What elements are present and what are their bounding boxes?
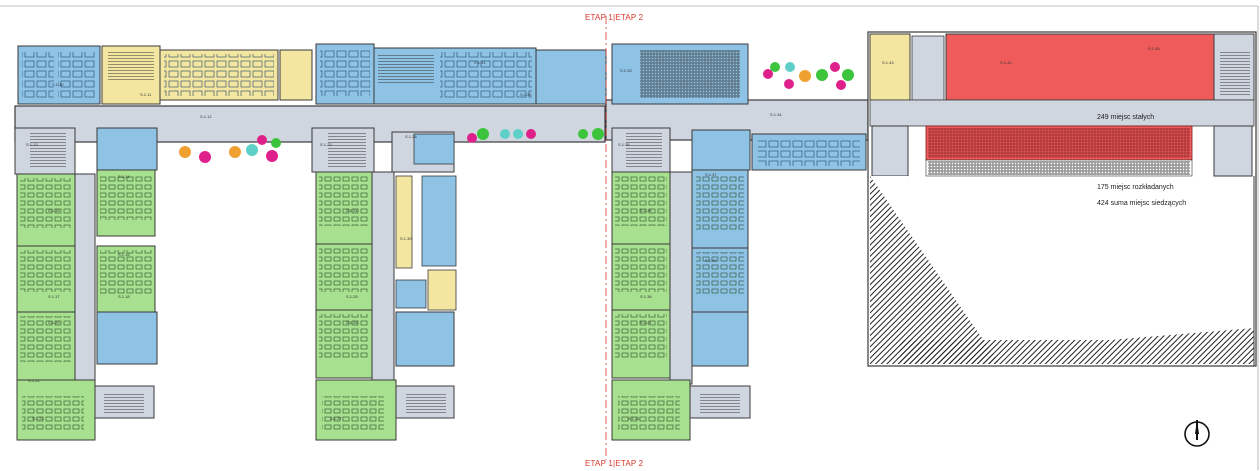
wing-1 xyxy=(14,45,606,441)
room-number-label: S.1.35 xyxy=(618,142,630,147)
room-number-label: S.1.21 xyxy=(28,378,40,383)
room-number-label: S.1.14 xyxy=(118,174,130,179)
room-number-label: S.1.43 xyxy=(882,60,894,65)
room-number-label: S.1.38 xyxy=(640,294,652,299)
total-seats-note: 424 suma miejsc siedzących xyxy=(1097,200,1187,207)
fixed-seats-note: 249 miejsc stałych xyxy=(1097,114,1155,121)
room-number-label: S.1.37 xyxy=(705,172,717,177)
wing-3 xyxy=(605,43,869,441)
room-number-label: S.1.41 xyxy=(640,320,652,325)
room-number-label: S.1.17 xyxy=(48,294,60,299)
room-number-label: S.1.18 xyxy=(118,294,130,299)
room-number-label: S.1.12 xyxy=(200,114,212,119)
room-number-label: S.1.28 xyxy=(405,134,417,139)
stage-label-top: ETAP 1|ETAP 2 xyxy=(585,13,644,22)
room-number-label: S.1.44 xyxy=(1000,60,1012,65)
room-number-label: S.1.31 xyxy=(474,60,486,65)
room-number-label: S.1.26 xyxy=(346,320,358,325)
room-number-label: S.1.30 xyxy=(400,236,412,241)
room-number-label: S.1.40 xyxy=(705,258,717,263)
room-number-label: S.1.16 xyxy=(118,252,130,257)
room-number-label: S.1.25 xyxy=(346,294,358,299)
room-number-label: S.1.15 xyxy=(48,208,60,213)
room-number-label: S.1.36 xyxy=(640,208,652,213)
room-number-label: S.1.10 xyxy=(52,82,64,87)
room-number-label: S.1.34 xyxy=(770,112,782,117)
room-number-label: S.1.32 xyxy=(520,92,532,97)
room-number-label: S.1.22 xyxy=(32,416,44,421)
stage-label-bottom: ETAP 1|ETAP 2 xyxy=(585,459,644,468)
room-number-label: S.1.42 xyxy=(628,416,640,421)
room-number-label: S.1.20 xyxy=(48,320,60,325)
wing-2 xyxy=(311,43,607,441)
room-number-label: S.1.27 xyxy=(330,416,342,421)
room-number-label: S.1.13 xyxy=(26,142,38,147)
room-number-label: S.1.45 xyxy=(1148,46,1160,51)
folding-seats-note: 175 miejsc rozkładanych xyxy=(1097,184,1174,191)
room-number-label: S.1.23 xyxy=(320,142,332,147)
north-arrow-icon xyxy=(1184,420,1210,447)
auditorium-block xyxy=(867,31,1257,367)
room-number-label: S.1.33 xyxy=(620,68,632,73)
room-number-label: S.1.24 xyxy=(346,208,358,213)
room-label-layer: S.1.10S.1.11S.1.12S.1.13S.1.14S.1.15S.1.… xyxy=(26,46,1160,421)
room-number-label: S.1.11 xyxy=(140,92,152,97)
